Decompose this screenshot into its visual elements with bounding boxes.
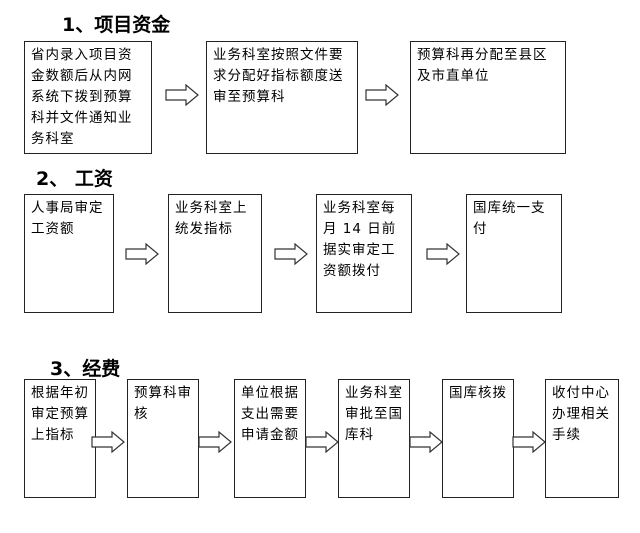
flow-arrow-2-1 [125,243,159,265]
flow-arrow-3-1 [91,431,125,453]
flow-arrow-3-3 [305,431,339,453]
section-1-heading: 1、项目资金 [62,14,171,36]
section-3-heading: 3、经费 [50,358,121,380]
flow-arrow-3-5 [512,431,546,453]
flow-box-2-4-text: 国库统一支付 [473,200,546,237]
section-2-heading: 2、 工资 [36,168,113,190]
flow-box-2-1: 人事局审定工资额 [24,194,114,313]
flow-box-1-2: 业务科室按照文件要求分配好指标额度送审至预算科 [206,41,358,154]
flow-box-2-4: 国库统一支付 [466,194,562,313]
flow-box-3-3: 单位根据支出需要申请金额 [234,379,306,498]
flow-box-3-5-text: 国库核拨 [449,385,507,401]
flow-box-3-2-text: 预算科审核 [134,385,192,422]
flow-box-1-1: 省内录入项目资金数额后从内网系统下拨到预算科并文件通知业务科室 [24,41,152,154]
flow-box-3-1: 根据年初审定预算上指标 [24,379,96,498]
flow-box-3-5: 国库核拨 [442,379,514,498]
flow-box-3-6-text: 收付中心办理相关手续 [552,385,610,443]
flow-arrow-1-2 [365,84,399,106]
flow-arrow-2-3 [426,243,460,265]
flow-box-2-2: 业务科室上统发指标 [168,194,262,313]
flow-box-2-1-text: 人事局审定工资额 [31,200,104,237]
flow-box-2-3: 业务科室每月 14 日前据实审定工资额拨付 [316,194,412,313]
flow-box-1-3-text: 预算科再分配至县区及市直单位 [417,47,548,84]
flow-box-3-4: 业务科室审批至国库科 [338,379,410,498]
flow-arrow-2-2 [274,243,308,265]
flow-box-2-2-text: 业务科室上统发指标 [175,200,248,237]
flow-box-1-2-text: 业务科室按照文件要求分配好指标额度送审至预算科 [213,47,344,105]
flow-box-3-4-text: 业务科室审批至国库科 [345,385,403,443]
flow-box-3-2: 预算科审核 [127,379,199,498]
flow-box-3-6: 收付中心办理相关手续 [545,379,619,498]
flow-box-3-1-text: 根据年初审定预算上指标 [31,385,89,443]
flow-box-2-3-text: 业务科室每月 14 日前据实审定工资额拨付 [323,200,397,279]
flow-arrow-3-4 [409,431,443,453]
flow-box-1-3: 预算科再分配至县区及市直单位 [410,41,566,154]
flow-box-1-1-text: 省内录入项目资金数额后从内网系统下拨到预算科并文件通知业务科室 [31,47,133,147]
flow-box-3-3-text: 单位根据支出需要申请金额 [241,385,299,443]
flow-arrow-3-2 [198,431,232,453]
flow-arrow-1-1 [165,84,199,106]
